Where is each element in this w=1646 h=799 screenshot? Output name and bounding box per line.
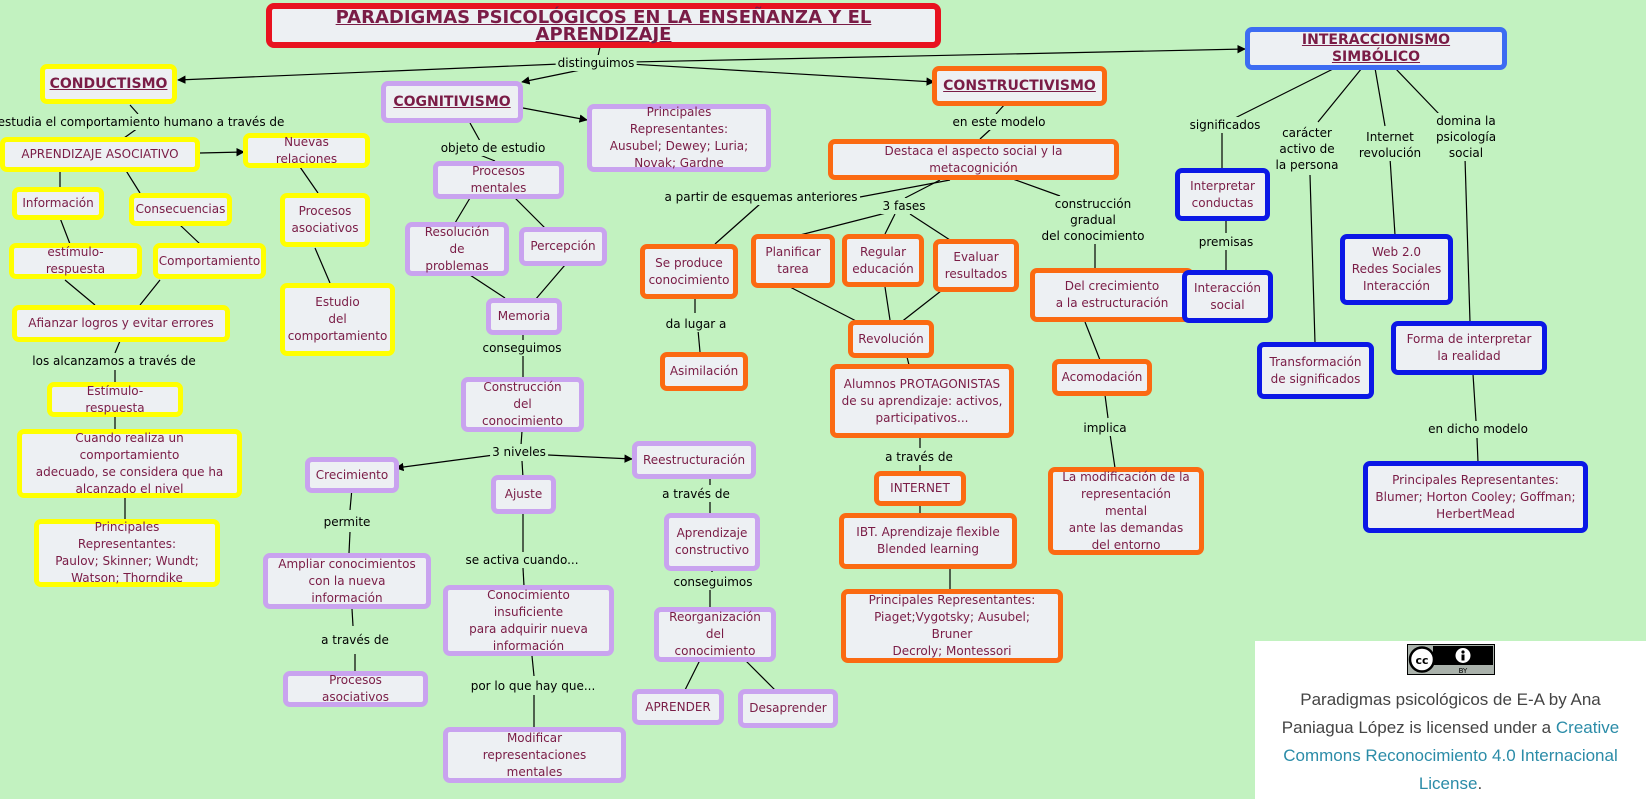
license-text-block: Paradigmas psicológicos de E-A by Ana Pa… bbox=[1255, 686, 1646, 798]
node-resolucion-de-problemas: Resolución de problemas bbox=[405, 222, 509, 276]
node-ampliar-conocimientos: Ampliar conocimientos con la nueva infor… bbox=[263, 553, 431, 609]
node-forma-de-interpretar: Forma de interpretar la realidad bbox=[1391, 321, 1547, 375]
link-label-conseguimos-2: conseguimos bbox=[671, 574, 755, 590]
link-label-caracter-activo: carácter activo de la persona bbox=[1273, 125, 1341, 173]
node-se-produce-conocimiento: Se produce conocimiento bbox=[640, 244, 738, 299]
node-constructivismo: CONSTRUCTIVISMO bbox=[932, 66, 1107, 106]
node-aprendizaje-constructivo: Aprendizaje constructivo bbox=[664, 513, 760, 571]
node-crecimiento: Crecimiento bbox=[305, 457, 399, 493]
node-cuando-realiza: Cuando realiza un comportamiento adecuad… bbox=[17, 429, 242, 498]
node-construccion-del-conocimiento: Construcción del conocimiento bbox=[461, 377, 584, 432]
node-desaprender: Desaprender bbox=[738, 689, 838, 728]
link-label-en-este-modelo: en este modelo bbox=[950, 114, 1048, 130]
node-web-2-0: Web 2.0 Redes Sociales Interacción bbox=[1340, 234, 1453, 305]
link-label-da-lugar-a: da lugar a bbox=[663, 316, 729, 332]
node-informacion: Información bbox=[12, 187, 104, 220]
link-label-3-fases: 3 fases bbox=[880, 198, 928, 214]
link-label-distinguimos: distinguimos bbox=[555, 55, 637, 71]
node-modificar-representaciones: Modificar representaciones mentales bbox=[443, 727, 626, 783]
node-regular-educacion: Regular educación bbox=[842, 234, 924, 287]
link-label-implica: implica bbox=[1081, 420, 1129, 436]
node-revolucion: Revolución bbox=[848, 320, 934, 358]
node-conocimiento-insuficiente: Conocimiento insuficiente para adquirir … bbox=[443, 585, 614, 656]
link-label-los-alcanzamos: los alcanzamos a través de bbox=[30, 353, 198, 369]
node-representantes-constructivismo: Principales Representantes: Piaget;Vygot… bbox=[841, 589, 1063, 663]
license-text: Paradigmas psicológicos de E-A by Ana Pa… bbox=[1281, 690, 1601, 737]
link-label-construccion-gradual: construcción gradual del conocimiento bbox=[1039, 196, 1147, 244]
link-label-a-traves-de-2: a través de bbox=[660, 486, 732, 502]
node-comportamiento: Comportamiento bbox=[153, 243, 266, 279]
node-interaccion-social: Interacción social bbox=[1182, 270, 1273, 323]
cc-badge-label: BY bbox=[1458, 667, 1467, 675]
link-label-conseguimos-1: conseguimos bbox=[480, 340, 564, 356]
node-del-crecimiento: Del crecimiento a la estructuración bbox=[1030, 268, 1194, 322]
node-ajuste: Ajuste bbox=[491, 475, 556, 514]
node-interaccionismo-simbolico: INTERACCIONISMO SIMBÓLICO bbox=[1245, 27, 1507, 70]
link-label-domina-la-psicologia: domina la psicología social bbox=[1433, 113, 1499, 161]
link-label-significados: significados bbox=[1187, 117, 1263, 133]
link-label-se-activa-cuando: se activa cuando... bbox=[463, 552, 581, 568]
node-afianzar-logros: Afianzar logros y evitar errores bbox=[12, 305, 230, 342]
node-transformacion-de-significados: Transformación de significados bbox=[1257, 342, 1374, 399]
node-reorganizacion-del-conocimiento: Reorganización del conocimiento bbox=[654, 607, 776, 662]
link-label-estudia: estudia el comportamiento humano a travé… bbox=[0, 114, 287, 130]
node-destaca-aspecto-social: Destaca el aspecto social y la metacogni… bbox=[828, 139, 1119, 180]
link-label-premisas: premisas bbox=[1196, 234, 1256, 250]
node-representantes-interaccionismo: Principales Representantes: Blumer; Hort… bbox=[1363, 461, 1588, 533]
node-procesos-asociativos: Procesos asociativos bbox=[280, 193, 370, 247]
link-label-objeto-de-estudio: objeto de estudio bbox=[438, 140, 548, 156]
node-estudio-del-comportamiento: Estudio del comportamiento bbox=[280, 283, 395, 356]
node-internet: INTERNET bbox=[874, 471, 966, 506]
link-label-en-dicho-modelo: en dicho modelo bbox=[1426, 421, 1530, 437]
node-memoria: Memoria bbox=[486, 298, 562, 335]
node-cognitivismo: COGNITIVISMO bbox=[381, 81, 523, 123]
link-label-a-traves-de-1: a través de bbox=[319, 632, 391, 648]
page-title: PARADIGMAS PSICOLÓGICOS EN LA ENSEÑANZA … bbox=[266, 3, 941, 48]
link-label-a-traves-de-3: a través de bbox=[883, 449, 955, 465]
node-aprender: APRENDER bbox=[632, 689, 724, 725]
node-asimilacion: Asimilación bbox=[660, 352, 748, 391]
node-aprendizaje-asociativo: APRENDIZAJE ASOCIATIVO bbox=[0, 137, 200, 172]
node-la-modificacion: La modificación de la representación men… bbox=[1048, 467, 1204, 555]
license-period: . bbox=[1477, 774, 1483, 793]
node-representantes-conductismo: Principales Representantes: Paulov; Skin… bbox=[34, 519, 220, 587]
license-link[interactable]: Creative Commons Reconocimiento 4.0 Inte… bbox=[1283, 718, 1620, 793]
node-consecuencias: Consecuencias bbox=[129, 193, 232, 226]
node-procesos-asociativos-2: Procesos asociativos bbox=[283, 671, 428, 707]
node-representantes-cognitivismo: Principales Representantes: Ausubel; Dew… bbox=[587, 104, 771, 172]
link-label-3-niveles: 3 niveles bbox=[490, 444, 548, 460]
cc-by-badge-icon[interactable]: cc BY bbox=[1406, 644, 1495, 675]
node-estimulo-respuesta-2: Estímulo-respuesta bbox=[47, 382, 183, 417]
link-label-internet-revolucion: Internet revolución bbox=[1356, 129, 1424, 161]
node-estimulo-respuesta: estímulo-respuesta bbox=[9, 243, 142, 279]
node-reestructuracion: Reestructuración bbox=[632, 441, 756, 479]
node-alumnos-protagonistas: Alumnos PROTAGONISTAS de su aprendizaje:… bbox=[830, 364, 1014, 438]
node-procesos-mentales: Procesos mentales bbox=[433, 161, 564, 199]
node-nuevas-relaciones: Nuevas relaciones bbox=[243, 133, 370, 168]
node-interpretar-conductas: Interpretar conductas bbox=[1175, 168, 1270, 221]
svg-text:cc: cc bbox=[1415, 654, 1428, 667]
node-planificar-tarea: Planificar tarea bbox=[751, 234, 835, 288]
license-box: cc BY Paradigmas psicológicos de E-A by … bbox=[1255, 641, 1646, 799]
node-ibt-aprendizaje-flexible: IBT. Aprendizaje flexible Blended learni… bbox=[839, 513, 1017, 569]
node-percepcion: Percepción bbox=[519, 227, 607, 266]
link-label-permite: permite bbox=[321, 514, 373, 530]
link-label-a-partir-de-esquemas: a partir de esquemas anteriores bbox=[662, 189, 860, 205]
node-conductismo: CONDUCTISMO bbox=[40, 64, 177, 104]
node-acomodacion: Acomodación bbox=[1052, 359, 1152, 396]
node-evaluar-resultados: Evaluar resultados bbox=[933, 239, 1019, 292]
link-label-por-lo-que-hay-que: por lo que hay que... bbox=[468, 678, 598, 694]
